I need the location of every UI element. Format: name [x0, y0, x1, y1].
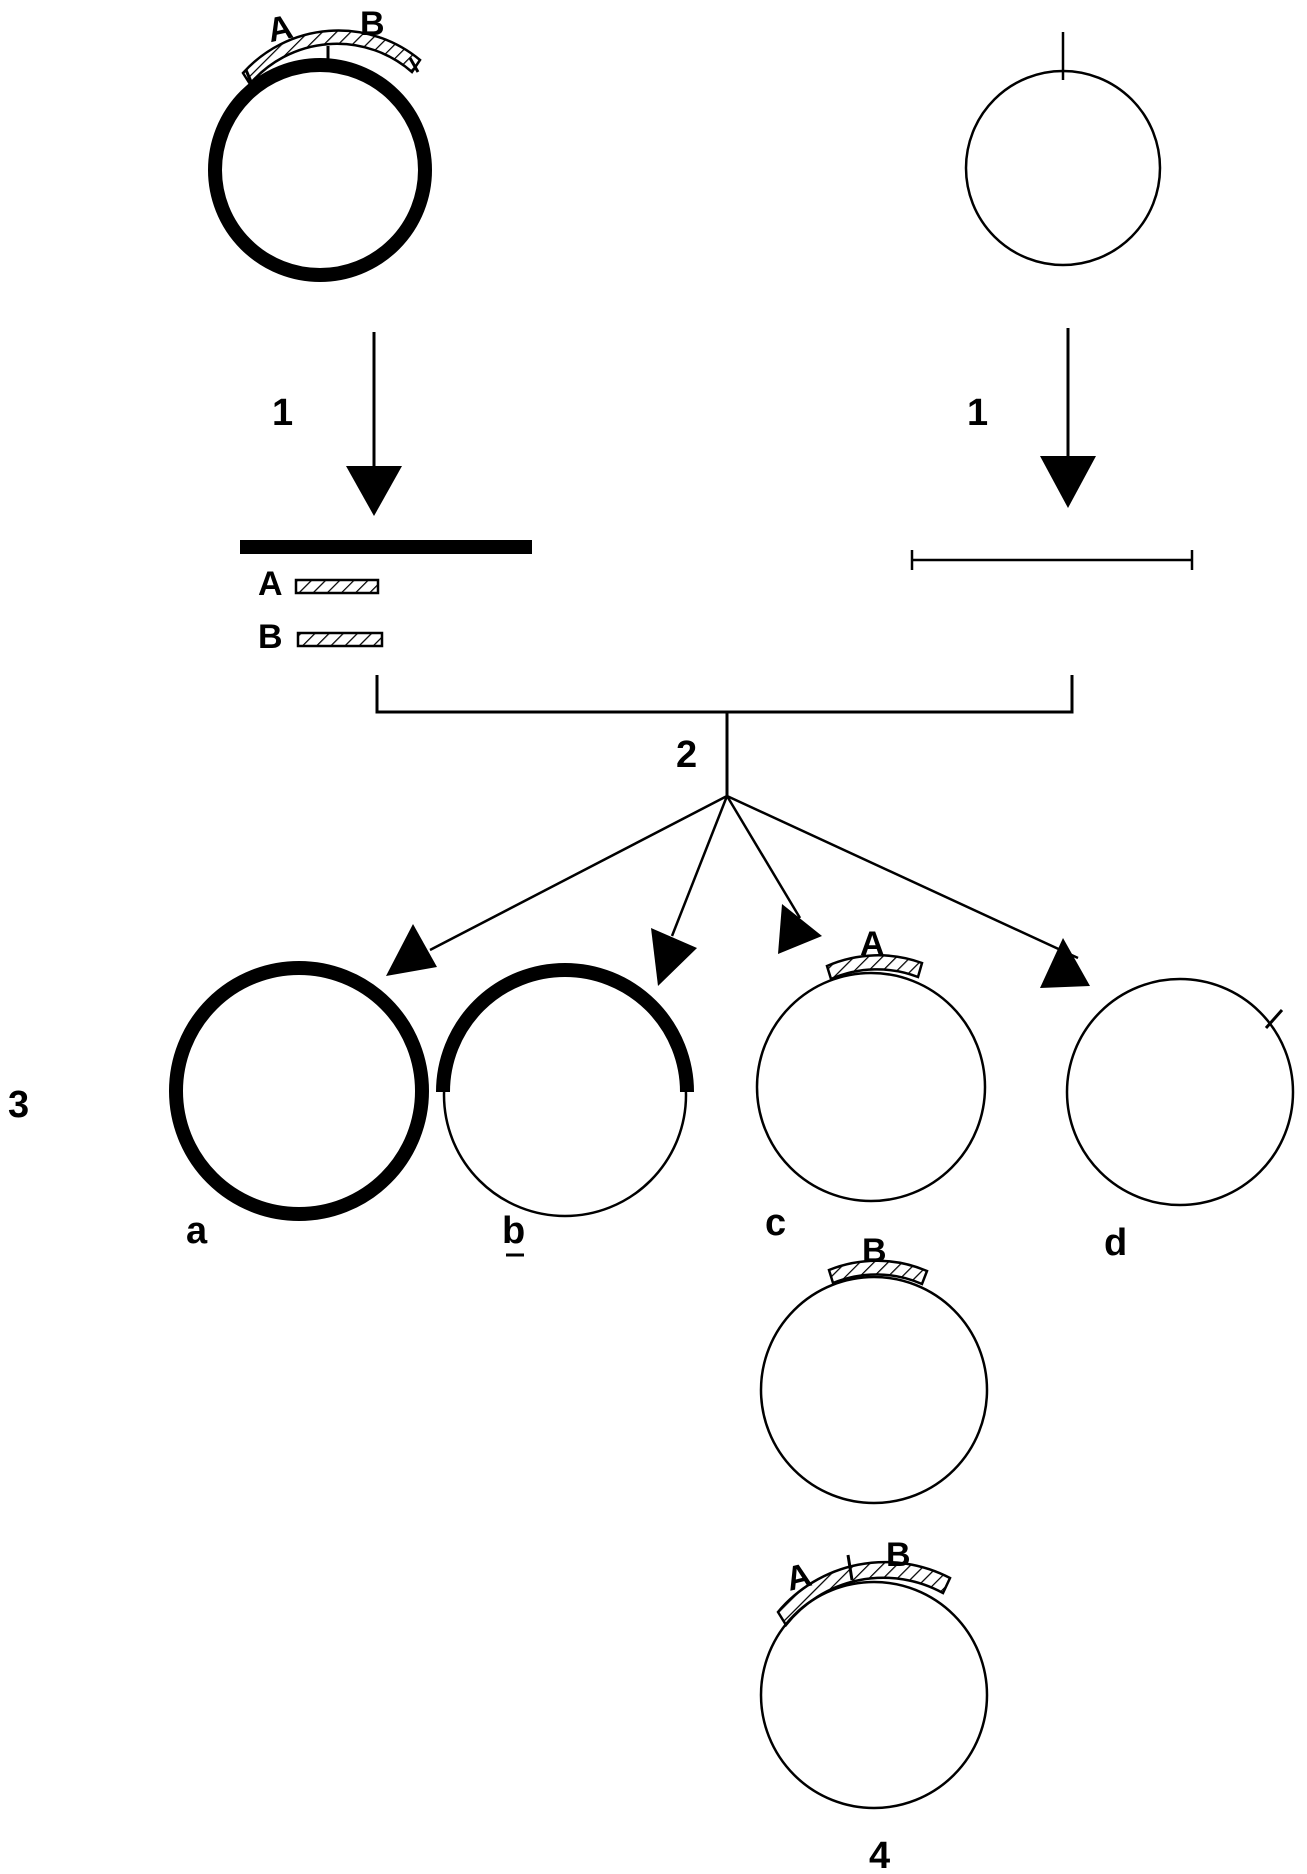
step1-left-label: 1 — [272, 392, 293, 434]
product-4: A B 4 — [759, 1536, 989, 1874]
fragment-b — [296, 631, 384, 648]
fragment-label-a: A — [258, 565, 283, 603]
arrow-to-d-head — [1040, 938, 1090, 988]
product-a-ring — [169, 961, 429, 1221]
step1-left-arrowhead — [346, 466, 402, 516]
arrow-to-b-head — [651, 928, 697, 986]
donor-plasmid: A B — [208, 5, 432, 282]
donor-site-right — [408, 57, 420, 73]
product-c-ring — [755, 971, 987, 1203]
product-c-insert — [825, 954, 924, 981]
arrow-to-b-shaft — [670, 795, 729, 937]
product-b-label: b — [502, 1210, 525, 1252]
product-4-label-a: A — [782, 1556, 815, 1599]
donor-insert-segment — [241, 29, 422, 87]
product-d-ring — [1065, 977, 1295, 1207]
donor-fragments: A B — [240, 540, 532, 656]
product-arrows — [386, 794, 1090, 988]
product-d: d — [1065, 977, 1295, 1264]
product-c: A c — [755, 925, 987, 1244]
product-4-ring — [759, 1580, 989, 1810]
donor-backbone-fragment — [240, 540, 532, 554]
product-4-insert-divider — [846, 1554, 854, 1581]
arrow-to-c-head — [778, 904, 822, 954]
fragment-a — [294, 578, 380, 595]
product-a-label: a — [186, 1210, 208, 1252]
donor-plasmid-ring — [208, 58, 432, 282]
donor-label-b: B — [360, 5, 385, 43]
arrow-to-d-shaft — [726, 794, 1079, 960]
vector-plasmid-ring — [964, 69, 1162, 267]
step1-arrows: 1 1 — [272, 328, 1096, 516]
vector-plasmid — [964, 32, 1162, 267]
product-c-alt-b-ring — [759, 1275, 989, 1505]
product-d-cut-site — [1264, 1009, 1284, 1029]
product-c-label: c — [765, 1202, 786, 1244]
product-4-insert — [776, 1560, 952, 1628]
product-c-alt-b-insert — [827, 1259, 929, 1286]
arrow-to-a-shaft — [429, 794, 728, 952]
arrow-to-c-shaft — [725, 795, 802, 919]
product-c-alt-b-insert-label: B — [862, 1232, 887, 1270]
step3-label: 3 — [8, 1084, 29, 1126]
product-b-thick-arc — [436, 963, 694, 1093]
ligation-bracket-line — [375, 675, 1074, 714]
product-c-insert-label: A — [860, 925, 885, 963]
step1-right-label: 1 — [967, 392, 988, 434]
arrow-to-a-head — [386, 924, 437, 976]
step1-right-arrowhead — [1040, 456, 1096, 508]
product-4-label-b: B — [886, 1536, 911, 1574]
donor-label-a: A — [264, 8, 296, 50]
linear-vector — [910, 550, 1194, 570]
step4-label: 4 — [869, 1835, 890, 1874]
product-b: b — [436, 963, 694, 1257]
ligation-bracket: 2 — [375, 675, 1074, 796]
product-c-alt-b: B — [759, 1232, 989, 1505]
product-a: a — [169, 961, 429, 1252]
fragment-label-b: B — [258, 618, 283, 656]
step2-label: 2 — [676, 734, 697, 776]
donor-site-left — [244, 69, 254, 85]
product-d-label: d — [1104, 1222, 1127, 1264]
